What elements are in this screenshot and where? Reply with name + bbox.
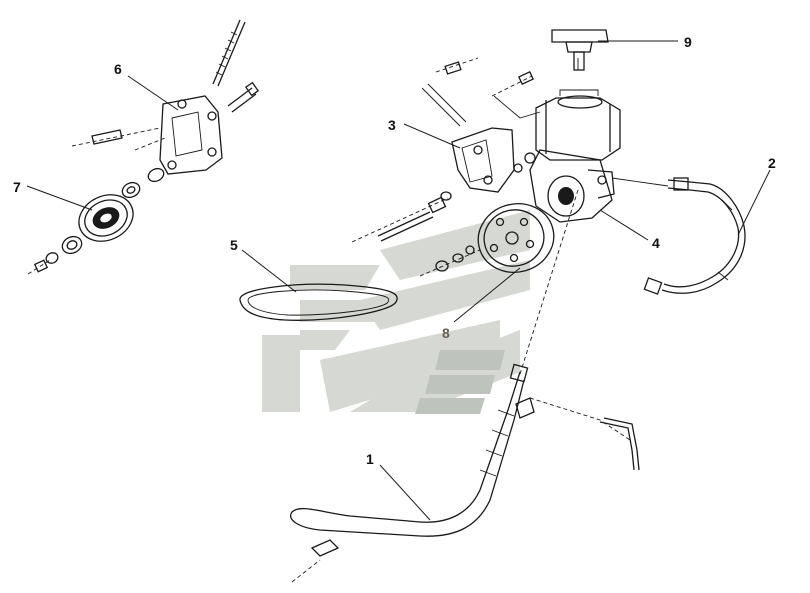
callout-labels: 1 2 3 4 5 6 7 8 9 (13, 34, 776, 467)
pump-bracket-assembly (71, 19, 260, 175)
callout-3: 3 (388, 117, 396, 133)
watermark-logo (262, 210, 530, 414)
callout-1: 1 (366, 451, 374, 467)
callout-6: 6 (114, 61, 122, 77)
reservoir-cap (551, 29, 609, 71)
steering-pump (513, 89, 669, 223)
pressure-hose (643, 177, 746, 295)
drive-belt (239, 283, 398, 321)
pump-pulley (419, 203, 555, 277)
mounting-bracket (351, 57, 541, 243)
leader-lines (26, 40, 771, 521)
callout-5: 5 (230, 237, 238, 253)
callout-2: 2 (768, 155, 776, 171)
callout-9: 9 (684, 34, 692, 50)
callout-4: 4 (652, 235, 660, 251)
return-hose (290, 189, 640, 583)
drive-pulley-assembly (27, 167, 165, 275)
callout-7: 7 (13, 179, 21, 195)
callout-8: 8 (442, 325, 450, 341)
